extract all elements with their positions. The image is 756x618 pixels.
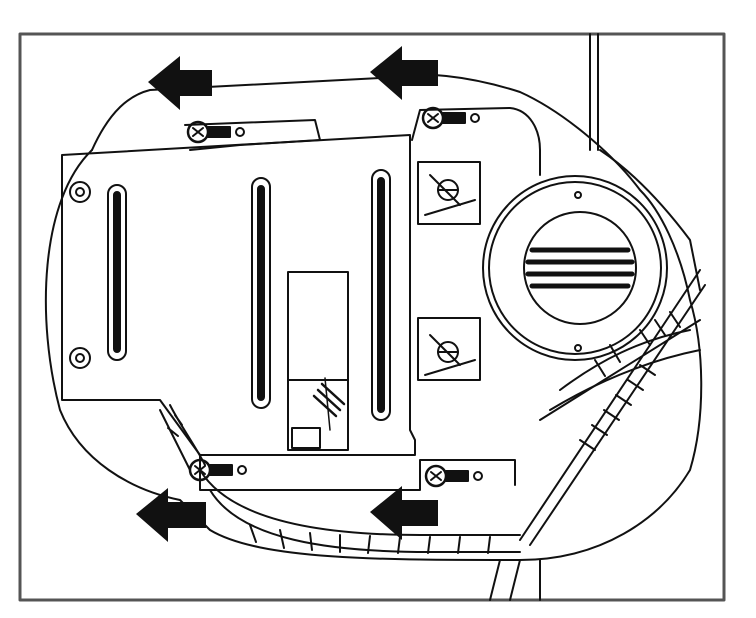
bolt-icon [188,458,247,482]
retaining-clip-lower [417,317,481,381]
plate-top-flange [184,119,321,151]
left-arrow-icon [370,486,438,540]
upper-cable-path [91,77,381,151]
assembly-outline [44,73,703,561]
plate-mount-hole-lower [69,347,91,369]
plate-bottom-flange [199,454,516,491]
left-arrow-icon [370,46,438,100]
right-cable-trunk [599,149,701,291]
bolt-icon [424,464,483,488]
figure-frame [18,32,726,602]
bolt-icon [421,106,480,130]
plate-slot [107,184,127,361]
ecu-cover-plate [61,134,416,456]
inner-bracket-outline [411,107,541,176]
connector-block [287,271,349,451]
plate-slot [251,177,271,409]
vent-grille-icon [523,211,637,325]
plate-slot [371,169,391,421]
wiring-harness-right [489,269,706,601]
retaining-clip-upper [417,161,481,225]
left-arrow-icon [148,56,212,110]
left-arrow-icon [136,488,206,542]
vent-housing [482,175,668,361]
bolt-icon [186,120,245,144]
plate-mount-hole-upper [69,181,91,203]
vertical-cable [589,33,599,151]
